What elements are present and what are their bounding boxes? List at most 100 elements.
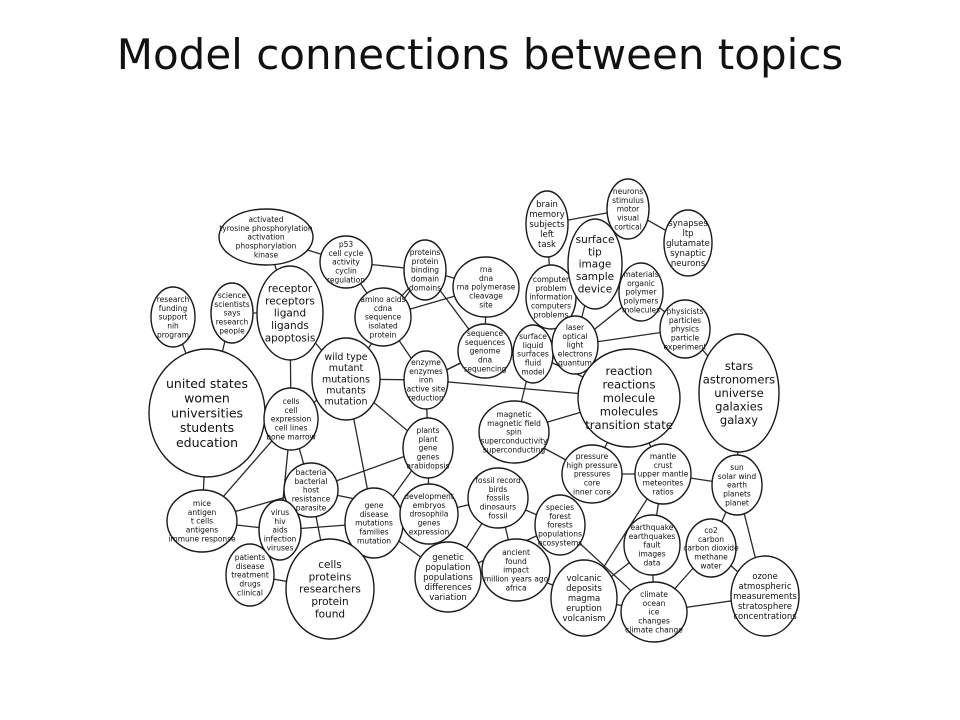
topic-word: synapses (668, 219, 708, 229)
topic-word: ligands (271, 320, 309, 332)
topic-word: gene (365, 501, 384, 510)
slide-title: Model connections between topics (116, 30, 844, 79)
topic-word: problem (535, 284, 566, 293)
topic-word: treatment (231, 571, 269, 580)
topic-word: bacteria (296, 468, 327, 477)
topic-word: quantum (558, 358, 592, 367)
topic-bubble (354, 287, 412, 347)
topic-word: glutamate (666, 239, 710, 249)
topic-word: reactions (603, 377, 656, 391)
topic-word: students (180, 420, 234, 435)
topic-word: research (216, 317, 249, 326)
topic-word: spin (506, 428, 522, 437)
topic-word: phosphorylation (236, 241, 297, 250)
topic-word: meteorites (643, 478, 684, 487)
topic-word: mutations (322, 374, 370, 385)
topic-word: found (505, 557, 527, 566)
topic-word: fault (643, 541, 660, 550)
topic-word: domain (411, 274, 439, 283)
topic-bubble (659, 299, 711, 359)
topic-bubble (561, 444, 623, 504)
topic-bubble (620, 581, 688, 643)
topic-word: image (579, 259, 612, 271)
topic-word: mutation (357, 536, 391, 545)
topic-bubble (311, 337, 381, 421)
topic-bubble (730, 555, 800, 637)
topic-word: antigens (186, 525, 219, 534)
topic-word: impact (503, 566, 529, 575)
topic-word: earthquake (631, 523, 674, 532)
topic-node-genetic: geneticpopulationpopulationsdifferencesv… (414, 541, 482, 613)
topic-word: dna (479, 274, 493, 283)
topic-node-development: developmentembryosdrosophilagenesexpress… (399, 483, 459, 545)
topic-word: wild type (324, 352, 367, 363)
topic-word: protein (412, 257, 439, 266)
topic-word: program (157, 330, 189, 339)
topic-word: disease (236, 562, 265, 571)
topic-bubble (525, 190, 569, 258)
topic-word: fossil (488, 511, 507, 520)
topic-word: viruses (267, 543, 294, 552)
topic-bubble (403, 239, 447, 301)
topic-word: neurons (671, 259, 706, 269)
topic-word: task (538, 240, 556, 250)
topic-word: reduction (408, 393, 444, 402)
topic-bubble (457, 323, 513, 379)
topic-word: binding (411, 266, 439, 275)
topic-bubble (698, 333, 780, 453)
topic-word: host (303, 486, 319, 495)
topic-bubble (634, 443, 692, 505)
topic-word: problems (534, 310, 569, 319)
topic-word: regulation (327, 275, 365, 284)
topic-word: researchers (299, 584, 361, 596)
topic-word: neurons (613, 187, 643, 196)
topic-word: core (584, 478, 601, 487)
topic-bubble (663, 209, 713, 277)
topic-node-unitedstates: united stateswomenuniversitiesstudentsed… (148, 348, 266, 478)
topic-bubble (210, 282, 254, 344)
topic-word: galaxies (715, 400, 763, 414)
topic-word: device (578, 283, 613, 295)
topic-bubble (258, 499, 302, 561)
topic-word: cells (283, 397, 300, 406)
topic-node-physicists: physicistsparticlesphysicsparticleexperi… (659, 299, 711, 359)
topic-word: fossil record (475, 476, 521, 485)
topic-word: united states (166, 376, 248, 391)
topic-bubble (283, 462, 339, 518)
topic-word: stratosphere (738, 602, 792, 612)
topic-word: superconducting (483, 445, 546, 454)
topic-word: transition state (585, 418, 673, 432)
topic-bubble (623, 514, 681, 576)
topic-word: earth (727, 481, 747, 490)
topic-word: cleavage (469, 291, 503, 300)
topic-word: volcanic (567, 574, 602, 584)
topic-word: physicists (667, 307, 704, 316)
topic-word: methane (694, 552, 728, 561)
topic-word: women (184, 391, 230, 406)
topic-word: research (157, 295, 190, 304)
topic-word: rna polymerase (457, 283, 516, 292)
topic-word: education (176, 435, 238, 450)
topic-word: magma (568, 594, 600, 604)
topic-bubble (478, 400, 550, 464)
topic-word: sequencing (463, 364, 506, 373)
topic-word: site (479, 300, 493, 309)
topic-word: gene (419, 444, 438, 453)
topic-word: deposits (566, 584, 602, 594)
topic-word: activation (247, 233, 284, 242)
